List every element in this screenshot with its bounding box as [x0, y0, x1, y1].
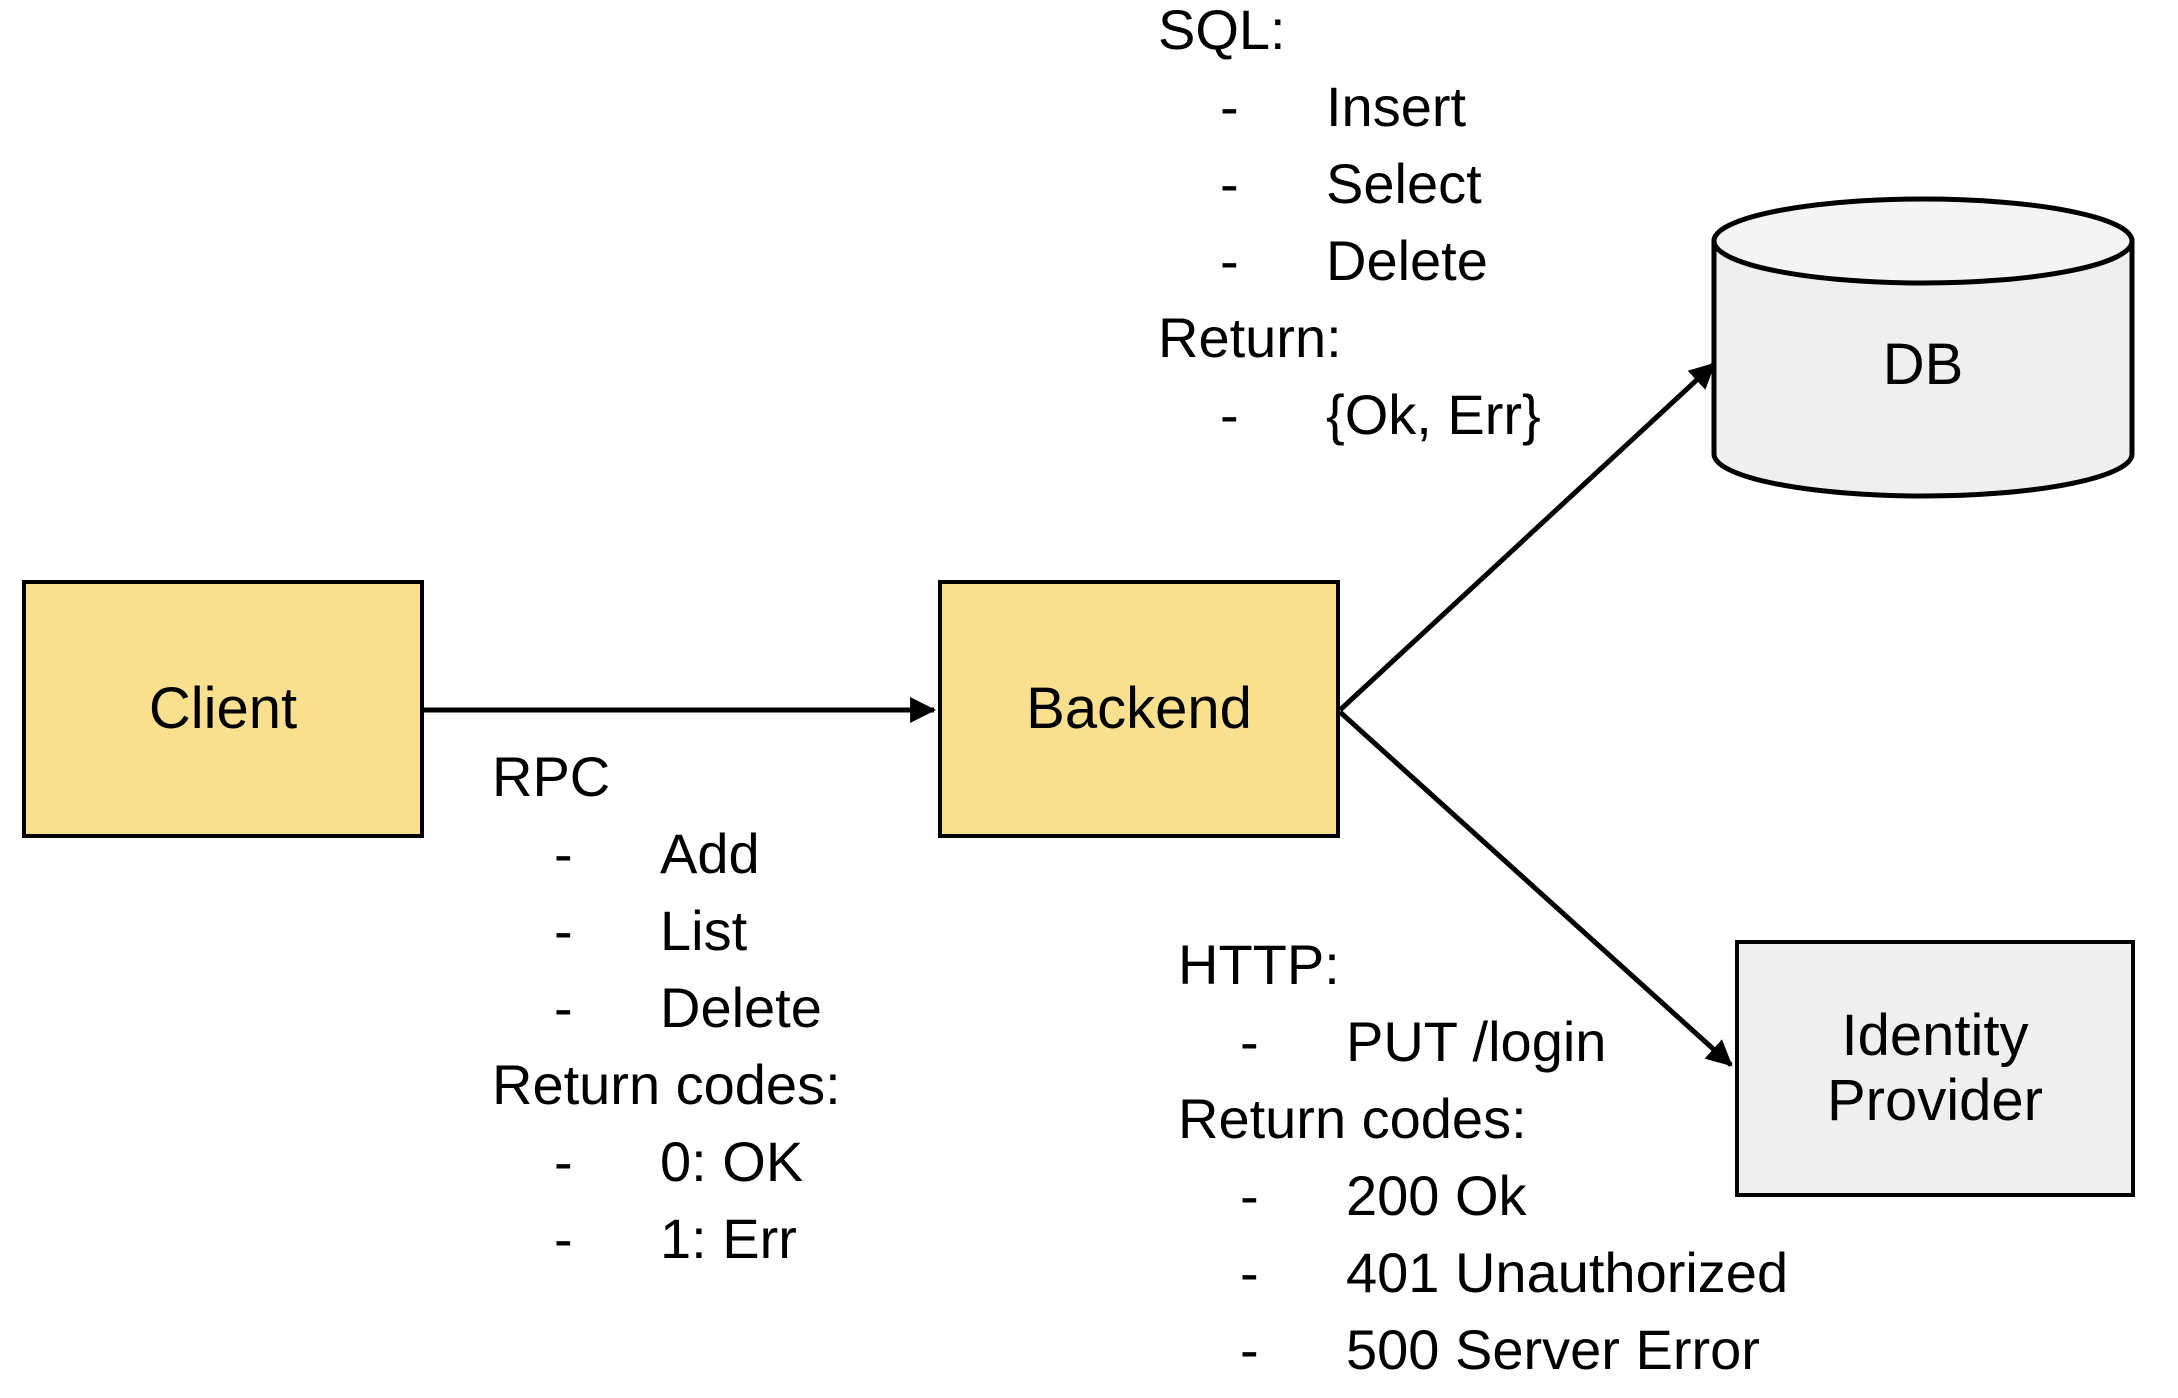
sql-method-item: - Delete [1158, 222, 1488, 299]
http-return-label: 200 Ok [1346, 1164, 1527, 1227]
bullet-dash-icon: - [554, 1207, 573, 1270]
http-return-label: 500 Server Error [1346, 1318, 1760, 1381]
http-annotation: HTTP: - PUT /login Return codes: - 200 O… [1178, 926, 1788, 1388]
http-return-item: - 500 Server Error [1178, 1311, 1760, 1388]
rpc-method-item: - Add [492, 815, 841, 892]
sql-method-label: Select [1326, 152, 1482, 215]
bullet-dash-icon: - [1220, 229, 1239, 292]
rpc-method-label: Add [660, 822, 760, 885]
bullet-dash-icon: - [1220, 152, 1239, 215]
node-client[interactable]: Client [22, 580, 424, 838]
bullet-dash-icon: - [554, 976, 573, 1039]
rpc-annotation: RPC - Add - List - Delete Return codes: … [492, 738, 841, 1277]
bullet-dash-icon: - [1240, 1241, 1259, 1304]
bullet-dash-icon: - [554, 1130, 573, 1193]
rpc-header: RPC [492, 745, 611, 808]
rpc-return-label: 1: Err [660, 1207, 797, 1270]
bullet-dash-icon: - [1220, 75, 1239, 138]
http-header: HTTP: [1178, 933, 1340, 996]
http-return-item: - 200 Ok [1178, 1157, 1527, 1234]
bullet-dash-icon: - [1240, 1010, 1259, 1073]
sql-method-item: - Select [1158, 145, 1482, 222]
rpc-method-label: Delete [660, 976, 822, 1039]
sql-annotation: SQL: - Insert - Select - Delete Return: … [1158, 0, 1541, 453]
rpc-return-item: - 0: OK [492, 1123, 841, 1200]
sql-method-label: Delete [1326, 229, 1488, 292]
sql-return-label: {Ok, Err} [1326, 383, 1541, 446]
bullet-dash-icon: - [1240, 1318, 1259, 1381]
http-return-item: - 401 Unauthorized [1178, 1234, 1788, 1311]
rpc-return-label: 0: OK [660, 1130, 804, 1193]
bullet-dash-icon: - [554, 822, 573, 885]
node-db[interactable]: DB [1710, 195, 2136, 500]
node-identity-provider-label: Identity Provider [1827, 1002, 2043, 1134]
cylinder-icon [1711, 196, 2135, 499]
rpc-method-item: - Delete [492, 969, 841, 1046]
idp-label-line-2: Provider [1827, 1067, 2043, 1133]
rpc-method-label: List [660, 899, 748, 962]
node-db-label: DB [1882, 332, 1964, 397]
http-returns-header: Return codes: [1178, 1087, 1527, 1150]
sql-return-item: - {Ok, Err} [1158, 376, 1541, 453]
rpc-return-item: - 1: Err [492, 1200, 841, 1277]
bullet-dash-icon: - [1220, 383, 1239, 446]
node-backend-label: Backend [1026, 675, 1252, 741]
rpc-returns-header: Return codes: [492, 1053, 841, 1116]
sql-method-item: - Insert [1158, 68, 1466, 145]
node-backend[interactable]: Backend [938, 580, 1340, 838]
node-identity-provider[interactable]: Identity Provider [1735, 940, 2135, 1197]
bullet-dash-icon: - [1240, 1164, 1259, 1227]
node-client-label: Client [148, 675, 298, 741]
idp-label-line-1: Identity [1841, 1002, 2029, 1068]
rpc-method-item: - List [492, 892, 841, 969]
http-method-label: PUT /login [1346, 1010, 1607, 1073]
sql-header: SQL: [1158, 0, 1286, 61]
bullet-dash-icon: - [554, 899, 573, 962]
sql-method-label: Insert [1326, 75, 1467, 138]
sql-returns-header: Return: [1158, 306, 1342, 369]
http-return-label: 401 Unauthorized [1346, 1241, 1789, 1304]
http-method-item: - PUT /login [1178, 1003, 1606, 1080]
